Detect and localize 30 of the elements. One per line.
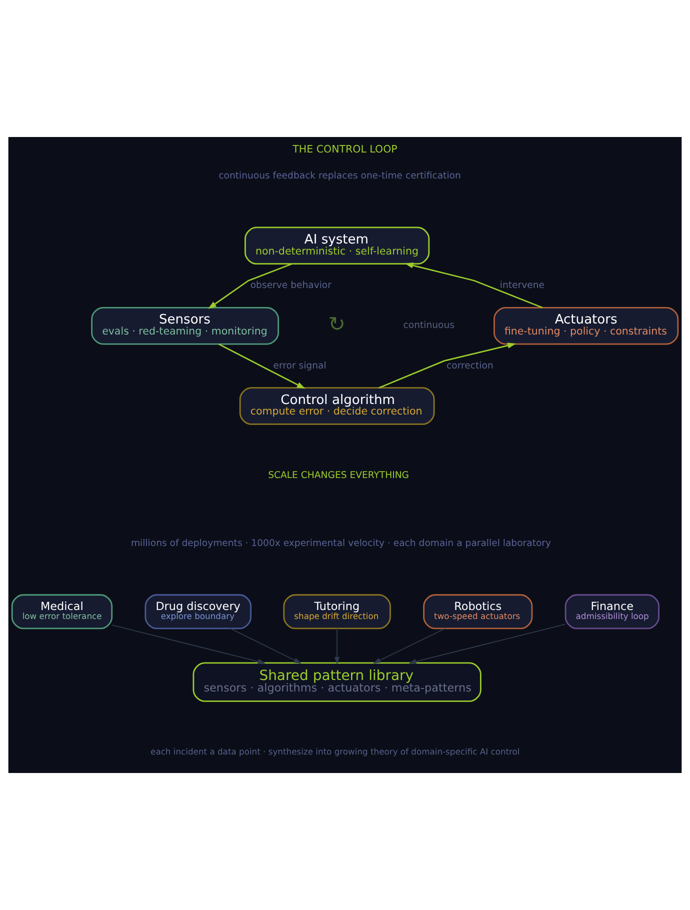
node-box: Control algorithm compute error · decide correction: [239, 387, 435, 425]
node-box: Actuators fine-tuning · policy · constraints: [494, 306, 679, 345]
edge-label: observe behavior: [250, 280, 332, 292]
node-box: Medical low error tolerance: [11, 594, 113, 630]
arrow: [208, 263, 292, 309]
arrow: [404, 262, 543, 308]
arrow: [408, 624, 566, 664]
node-box: AI system non-deterministic · self-learning: [244, 226, 430, 265]
arrow: [218, 344, 306, 389]
arrow: [112, 624, 266, 664]
arrow: [334, 628, 340, 664]
node-box: Drug discovery explore boundary: [144, 594, 252, 630]
edge-label: correction: [446, 360, 494, 372]
arrow: [373, 628, 446, 664]
arrow: [230, 628, 302, 664]
node-box: Robotics two-speed actuators: [423, 594, 533, 630]
label: continuous: [403, 320, 455, 332]
diagram-title: THE CONTROL LOOP: [292, 144, 398, 156]
node-box: Tutoring shape drift direction: [283, 594, 391, 630]
label: each incident a data point · synthesize into growing theory of domain-specific AI control: [150, 746, 520, 757]
arrow: [378, 342, 516, 388]
label: millions of deployments · 1000x experimental velocity · each domain a parallel laboratory: [130, 538, 552, 549]
label: SCALE CHANGES EVERYTHING: [268, 470, 410, 481]
node-box: Finance admissibility loop: [564, 594, 660, 630]
node-box: Shared pattern library sensors · algorithms · actuators · meta-patterns: [192, 662, 482, 702]
label: ↻: [328, 312, 346, 336]
edge-label: intervene: [500, 280, 544, 292]
edge-label: error signal: [273, 360, 326, 372]
node-box: Sensors evals · red-teaming · monitoring: [91, 306, 280, 345]
label: continuous feedback replaces one-time certification: [218, 170, 461, 182]
